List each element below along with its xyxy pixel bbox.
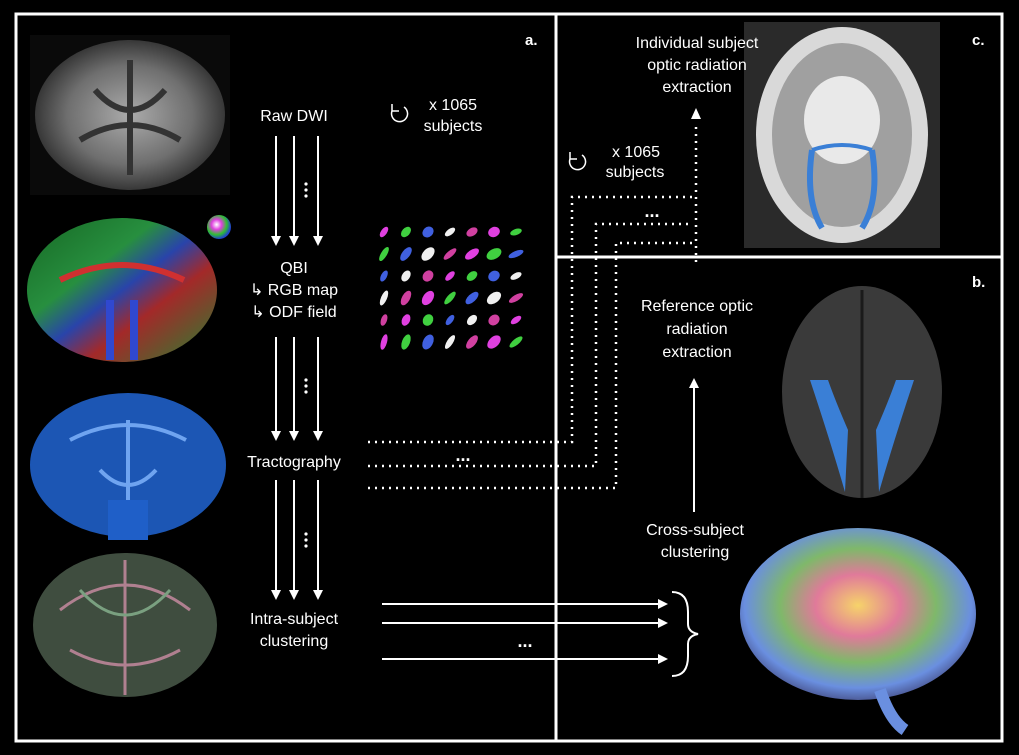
odf-glyph xyxy=(422,334,434,350)
reference-label-line1: Reference optic xyxy=(640,298,754,315)
odf-glyph xyxy=(508,249,524,259)
reference-label-line2: radiation xyxy=(666,321,728,338)
intra-subject-label-line2: clustering xyxy=(259,633,329,650)
odf-glyph xyxy=(379,226,389,238)
odf-glyph xyxy=(486,248,502,260)
odf-glyph xyxy=(400,290,412,306)
odf-glyph xyxy=(465,291,479,305)
odf-glyph xyxy=(401,270,411,282)
odf-glyph xyxy=(488,314,500,326)
odf-glyph xyxy=(379,246,389,262)
odf-glyph xyxy=(445,314,455,326)
repeat-count-a: x 1065 xyxy=(428,97,478,114)
dotted-arrowhead xyxy=(691,108,701,119)
odf-glyph xyxy=(465,248,479,260)
repeat-unit-c: subjects xyxy=(605,164,665,181)
odf-glyph xyxy=(487,335,501,349)
axial-brain-image xyxy=(744,22,940,248)
repeat-unit-a: subjects xyxy=(423,118,483,135)
odf-field-image xyxy=(379,226,524,350)
reference-label-line3: extraction xyxy=(662,344,732,361)
odf-glyph xyxy=(380,334,388,350)
odf-glyph xyxy=(486,291,502,305)
odf-glyph xyxy=(509,336,523,348)
odf-glyph xyxy=(466,314,478,326)
odf-glyph xyxy=(444,227,456,237)
raw-dwi-image xyxy=(30,35,230,195)
curly-brace xyxy=(671,591,699,677)
odf-glyph xyxy=(443,248,457,260)
rgb-map-label: ↳ RGB map xyxy=(249,282,339,299)
reference-brain-image xyxy=(782,286,942,498)
cross-subject-label-line1: Cross-subject xyxy=(646,522,744,539)
ellipsis-clustering: ... xyxy=(517,631,533,651)
odf-glyph xyxy=(380,270,388,282)
refresh-icon xyxy=(390,104,409,123)
refresh-icon xyxy=(568,152,587,171)
qbi-label: QBI xyxy=(280,260,308,277)
repeat-count-c: x 1065 xyxy=(611,144,661,161)
panel-label-a: a. xyxy=(525,32,538,49)
odf-glyph xyxy=(444,291,456,305)
panel-label-b: b. xyxy=(972,274,986,291)
odf-glyph xyxy=(508,293,524,303)
ellipsis-c: ... xyxy=(644,201,660,221)
odf-glyph xyxy=(379,290,389,306)
odf-glyph xyxy=(422,270,434,282)
color-sphere-icon xyxy=(207,215,231,239)
odf-glyph xyxy=(466,271,478,281)
panel-label-c: c. xyxy=(972,32,985,49)
odf-field-label: ↳ ODF field xyxy=(251,304,337,321)
individual-label-line3: extraction xyxy=(662,79,732,96)
intra-subject-label-line1: Intra-subject xyxy=(249,611,339,628)
odf-glyph xyxy=(510,272,522,280)
tractography-label: Tractography xyxy=(247,454,341,471)
odf-glyph xyxy=(488,270,500,282)
odf-glyph xyxy=(401,226,411,238)
whole-brain-tractogram-image xyxy=(740,528,976,735)
odf-glyph xyxy=(421,247,435,261)
vertical-dots xyxy=(304,182,308,548)
odf-glyph xyxy=(444,335,456,349)
odf-glyph xyxy=(380,314,388,326)
odf-glyph xyxy=(421,290,435,306)
raw-dwi-label: Raw DWI xyxy=(260,108,328,125)
odf-glyph xyxy=(422,226,434,238)
cross-subject-label-line2: clustering xyxy=(660,544,730,561)
odf-glyph xyxy=(488,226,500,238)
dotted-connectors xyxy=(368,124,698,490)
cluster-arrows xyxy=(382,599,668,664)
intra-subject-clusters-image xyxy=(33,553,217,697)
odf-glyph xyxy=(445,271,455,281)
ellipsis-tractography: ... xyxy=(455,445,471,465)
odf-glyph xyxy=(400,247,412,261)
tractography-image xyxy=(30,393,226,540)
odf-glyph xyxy=(401,334,411,350)
pipeline-arrows xyxy=(271,136,323,600)
odf-glyph xyxy=(466,335,478,349)
odf-glyph xyxy=(401,314,411,326)
individual-label-line1: Individual subject xyxy=(635,35,759,52)
outer-frame xyxy=(14,12,1004,743)
odf-glyph xyxy=(466,227,478,237)
odf-glyph xyxy=(422,314,434,326)
odf-glyph xyxy=(510,315,522,325)
individual-label-line2: optic radiation xyxy=(647,57,747,74)
odf-glyph xyxy=(510,228,522,236)
rgb-map-image xyxy=(27,215,231,362)
